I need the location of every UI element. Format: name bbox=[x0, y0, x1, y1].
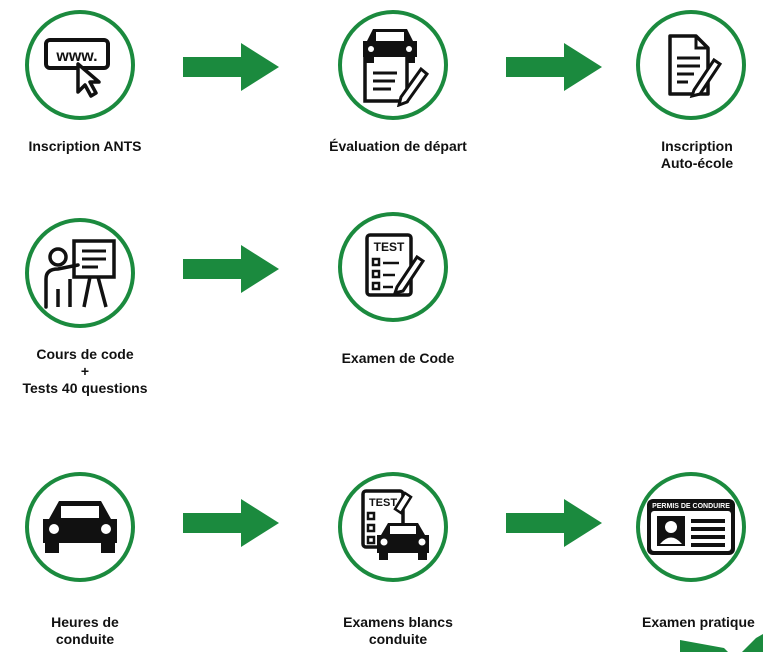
step-icon-circle bbox=[338, 10, 448, 120]
step-label: Inscription ANTS bbox=[28, 138, 142, 154]
step-icon-circle bbox=[25, 472, 135, 582]
step-icon-circle: TEST bbox=[338, 212, 448, 322]
step-label: Évaluation de départ bbox=[329, 138, 467, 154]
flow-arrow bbox=[183, 245, 279, 293]
www-cursor-icon: www. bbox=[44, 38, 110, 98]
flow-arrow bbox=[183, 499, 279, 547]
flow-arrow bbox=[183, 43, 279, 91]
test-text: TEST bbox=[369, 497, 397, 509]
step-icon-circle: TEST bbox=[338, 472, 448, 582]
car-clipboard-icon bbox=[363, 29, 430, 107]
step-label: Examens blancs conduite bbox=[343, 614, 453, 647]
car-icon bbox=[43, 501, 117, 553]
step-icon-circle: www. bbox=[25, 10, 135, 120]
step-icon-circle bbox=[636, 10, 746, 120]
step-label: Examen pratique bbox=[642, 614, 755, 630]
document-pen-icon bbox=[668, 34, 723, 99]
flow-arrow bbox=[506, 499, 602, 547]
step-label: Inscription Auto-école bbox=[660, 138, 734, 171]
flow-arrow-partial bbox=[680, 634, 763, 652]
teacher-board-icon bbox=[44, 239, 116, 309]
step-icon-circle bbox=[25, 218, 135, 328]
license-card-text: PERMIS DE CONDUIRE bbox=[652, 503, 730, 510]
step-label: Heures de conduite bbox=[51, 614, 119, 647]
step-icon-circle: PERMIS DE CONDUIRE bbox=[636, 472, 746, 582]
flow-arrow bbox=[506, 43, 602, 91]
test-sheet-icon: TEST bbox=[365, 233, 426, 297]
test-car-icon: TEST bbox=[361, 489, 429, 560]
www-text: www. bbox=[55, 48, 97, 65]
step-label: Cours de code + Tests 40 questions bbox=[22, 346, 148, 396]
test-text: TEST bbox=[374, 240, 405, 254]
step-label: Examen de Code bbox=[341, 350, 455, 366]
license-card-icon: PERMIS DE CONDUIRE bbox=[647, 499, 735, 555]
